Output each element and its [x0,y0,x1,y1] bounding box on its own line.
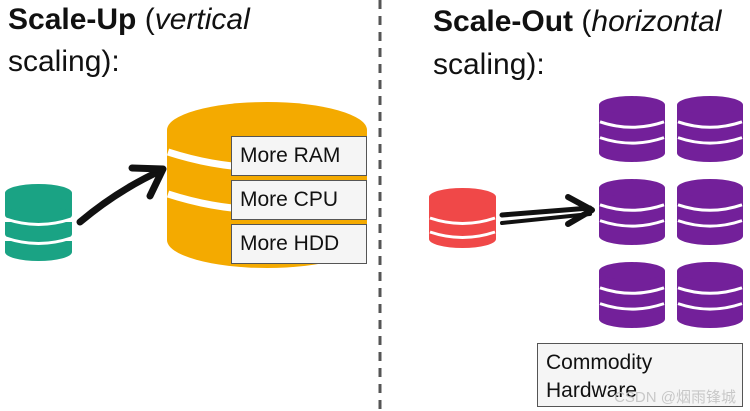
scale-out-paren: ( [581,5,592,38]
scale-out-arrow-icon [499,194,595,227]
scale-out-subtitle: horizontal [591,5,722,38]
purple-database-icon [599,96,665,162]
commodity-line2: Hardware [546,379,638,402]
scale-up-title: Scale-Up [8,3,137,36]
scale-up-subtitle: vertical [154,3,250,36]
scale-out-title: Scale-Out [433,5,574,38]
scale-out-heading-line2: scaling): [433,48,545,81]
watermark: CSDN @烟雨锋城 [614,389,736,406]
commodity-hardware-label: Commodity Hardware [537,343,743,407]
small-database-icon [5,184,72,261]
more-cpu-label: More CPU [231,180,367,220]
purple-database-icon [677,96,743,162]
red-database-icon [429,188,496,248]
purple-database-grid [599,96,743,328]
purple-database-icon [599,179,665,245]
purple-database-icon [599,262,665,328]
commodity-line1: Commodity [546,351,653,374]
scale-up-heading: Scale-Up (vertical [8,0,250,40]
scale-out-heading: Scale-Out (horizontal [433,2,721,42]
scale-up-arrow-icon [76,164,167,226]
scale-up-paren: ( [144,3,155,36]
more-ram-label: More RAM [231,136,367,176]
purple-database-icon [677,262,743,328]
scale-up-heading-line2: scaling): [8,45,120,78]
more-hdd-label: More HDD [231,224,367,264]
purple-database-icon [677,179,743,245]
